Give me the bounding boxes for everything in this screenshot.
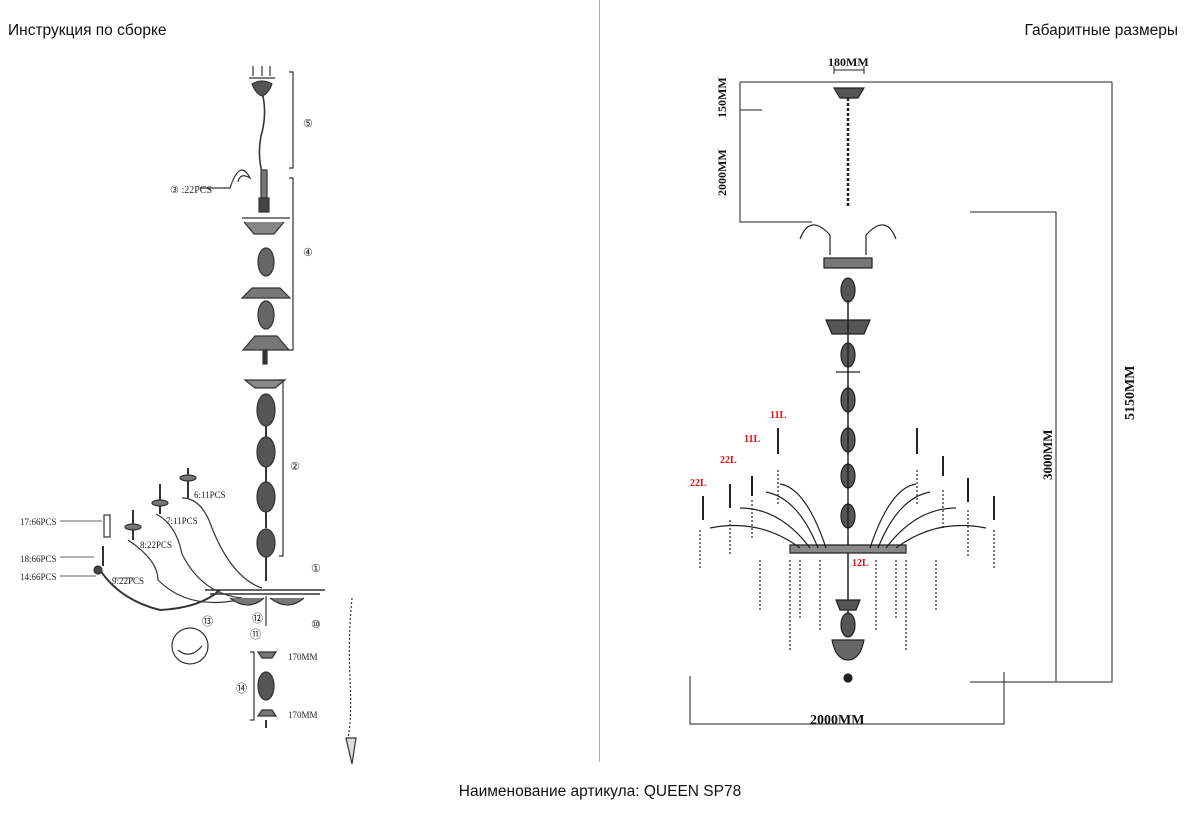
body-height-dim: 3000MM bbox=[1040, 429, 1055, 480]
step-10-label: ⑩ bbox=[311, 619, 321, 631]
chandelier-drawing bbox=[689, 66, 1113, 725]
part-14-label: 14:66PCS bbox=[20, 572, 57, 582]
dim-170-top: 170MM bbox=[288, 652, 318, 662]
step-1-label: ① bbox=[311, 563, 321, 575]
step-13-label: ⑬ bbox=[202, 615, 213, 628]
light-count-22l-outer: 22L bbox=[690, 478, 707, 489]
arm-6-label: 6:11PCS bbox=[194, 490, 226, 500]
dimension-labels: 180MM 150MM 2000MM 3000MM 5150MM 2000MM … bbox=[690, 55, 1138, 728]
step-3-label: ③ :22PCS bbox=[170, 185, 212, 196]
part-18-label: 18:66PCS bbox=[20, 554, 57, 564]
assembly-drawing bbox=[60, 66, 357, 765]
step-12-label: ⑫ bbox=[252, 612, 263, 625]
step-4-label: ④ bbox=[303, 247, 313, 259]
light-count-11l-top: 11L bbox=[770, 410, 786, 421]
article-name: Наименование артикула: QUEEN SP78 bbox=[458, 783, 742, 800]
step-2-label: ② bbox=[290, 461, 300, 473]
step-14-label: ⑭ bbox=[236, 682, 247, 695]
width-dim: 2000MM bbox=[810, 713, 864, 728]
assembly-instructions-title: Инструкция по сборке bbox=[8, 22, 167, 39]
dim-170-bottom: 170MM bbox=[288, 710, 318, 720]
light-count-11l-third: 11L bbox=[744, 434, 760, 445]
overall-dimensions-title: Габаритные размеры bbox=[1024, 22, 1178, 39]
chain-dim: 2000MM bbox=[715, 149, 729, 196]
arm-7-label: 7:11PCS bbox=[166, 516, 198, 526]
arm-9-label: 9:22PCS bbox=[112, 576, 144, 586]
step-11-label: ⑪ bbox=[250, 628, 261, 641]
light-count-22l-second: 22L bbox=[720, 455, 737, 466]
panel-divider bbox=[599, 0, 600, 762]
chain-top-dim: 150MM bbox=[715, 77, 729, 118]
total-height-dim: 5150MM bbox=[1123, 366, 1138, 420]
part-17-label: 17:66PCS bbox=[20, 517, 57, 527]
light-count-12l-center: 12L bbox=[852, 558, 869, 569]
arm-8-label: 8:22PCS bbox=[140, 540, 172, 550]
step-5-label: ⑤ bbox=[303, 118, 313, 130]
canopy-dim: 180MM bbox=[828, 55, 869, 69]
assembly-labels: ⑤ ③ :22PCS ④ ② 6:11PCS 7:11PCS 8:22PCS 9… bbox=[20, 118, 321, 720]
